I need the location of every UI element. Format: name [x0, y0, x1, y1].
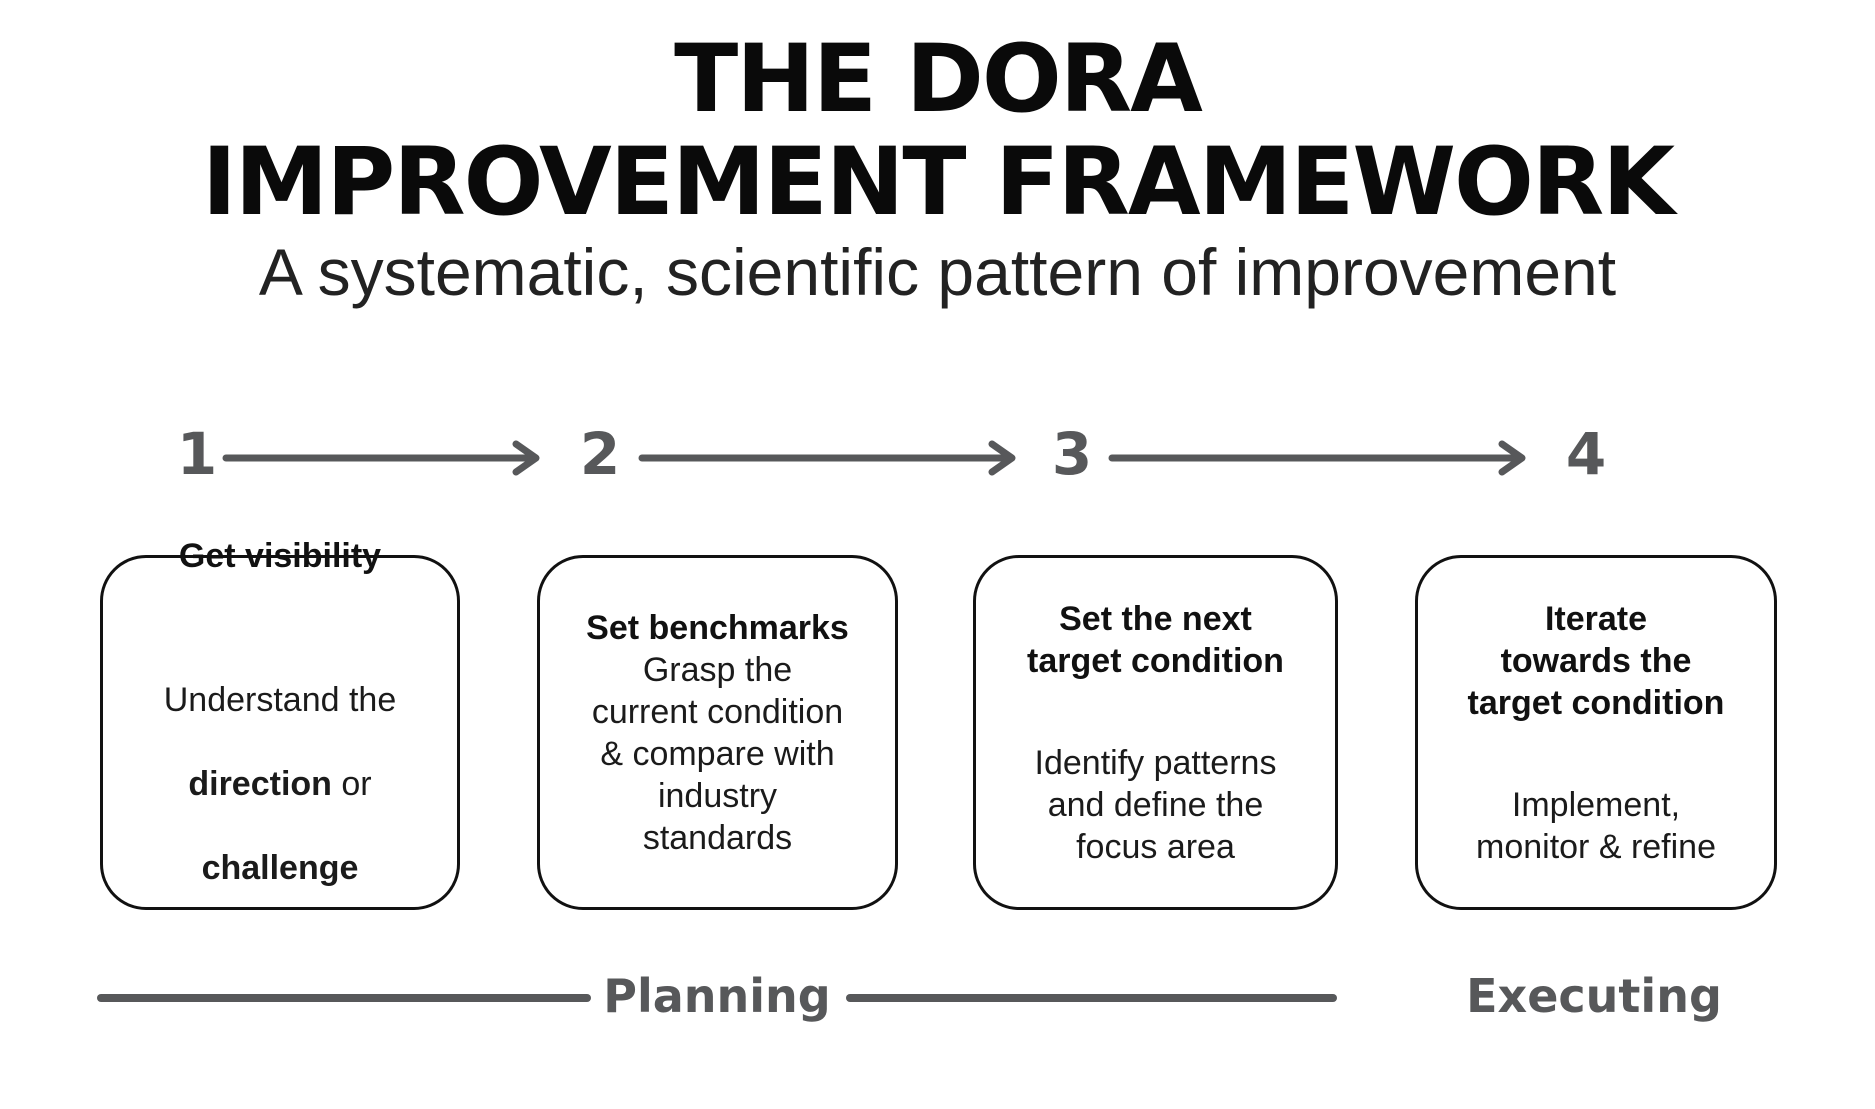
executing-label: Executing: [1466, 969, 1722, 1023]
step-box-iterate-towards-target: Iterate towards the target condition Imp…: [1415, 555, 1777, 910]
arrow-right-icon: [222, 440, 540, 476]
page-title-line-2: IMPROVEMENT FRAMEWORK: [201, 128, 1675, 237]
box-body-bold-word: challenge: [201, 848, 359, 887]
arrow-right-icon: [1108, 440, 1526, 476]
box-body: Grasp the current condition & compare wi…: [591, 650, 844, 857]
arrow-right-icon: [638, 440, 1016, 476]
box-body: Identify patterns and define the focus a…: [1034, 743, 1277, 866]
planning-divider-left: [97, 994, 591, 1002]
page-title-line-1: THE DORA: [674, 25, 1203, 134]
box-title: Iterate towards the target condition: [1467, 599, 1725, 722]
step-box-set-next-target-condition: Set the next target condition Identify p…: [973, 555, 1338, 910]
box-body-line: direction or: [164, 763, 397, 805]
step-number-2: 2: [579, 420, 621, 488]
box-body: Understand the direction or challenge: [164, 637, 397, 931]
step-box-set-benchmarks: Set benchmarks Grasp the current conditi…: [537, 555, 898, 910]
step-number-1: 1: [176, 420, 218, 488]
page-title: THE DORA IMPROVEMENT FRAMEWORK: [0, 28, 1875, 234]
step-number-4: 4: [1565, 420, 1607, 488]
step-number-3: 3: [1051, 420, 1093, 488]
box-body: Implement, monitor & refine: [1476, 785, 1716, 866]
box-body-bold-word: direction: [188, 764, 332, 803]
box-title: Set the next target condition: [1027, 599, 1284, 680]
page-subtitle: A systematic, scientific pattern of impr…: [258, 235, 1617, 309]
box-title: Get visibility: [178, 536, 382, 575]
planning-label: Planning: [603, 969, 831, 1023]
box-body-text: or: [331, 764, 372, 803]
box-title: Set benchmarks: [586, 608, 849, 647]
box-body-line: Understand the: [163, 680, 397, 719]
planning-divider-right: [846, 994, 1337, 1002]
step-box-get-visibility: Get visibility Understand the direction …: [100, 537, 460, 910]
